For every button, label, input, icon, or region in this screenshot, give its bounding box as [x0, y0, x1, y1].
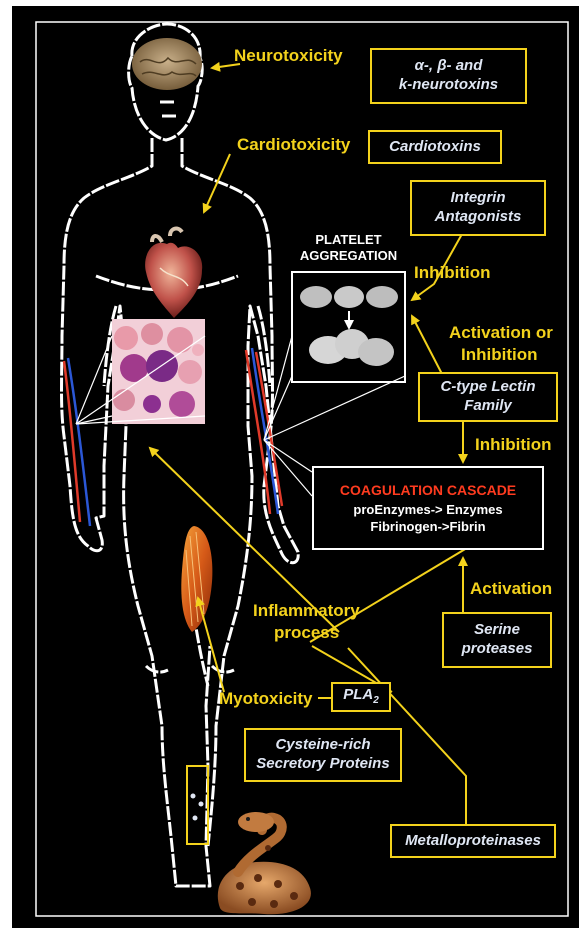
label-process: process: [274, 624, 339, 641]
cysteine-line2: Secretory Proteins: [256, 755, 389, 774]
bite-mark: [199, 802, 204, 807]
coagulation-line1: proEnzymes-> Enzymes: [353, 502, 502, 517]
lectin-line1: C-type Lectin: [440, 378, 535, 397]
pla2-subscript: 2: [373, 695, 379, 706]
integrin-line1: Integrin: [451, 189, 506, 208]
bite-mark: [193, 816, 198, 821]
arrow-myotoxicity: [198, 598, 224, 692]
lectin-line2: Family: [464, 397, 512, 416]
platelet-title: PLATELET AGGREGATION: [292, 232, 405, 263]
box-serine: Serine proteases: [442, 612, 552, 668]
metallo-text: Metalloproteinases: [405, 832, 541, 851]
cysteine-line1: Cysteine-rich: [275, 736, 370, 755]
label-myotoxicity: Myotoxicity: [219, 690, 313, 707]
integrin-line2: Antagonists: [435, 208, 522, 227]
box-neurotoxins: α-, β- and k-neurotoxins: [370, 48, 527, 104]
label-cardiotoxicity: Cardiotoxicity: [237, 136, 350, 153]
box-lectin: C-type Lectin Family: [418, 372, 558, 422]
label-inhibition-coagulation: Inhibition: [475, 436, 551, 453]
neurotoxins-line1: α-, β- and: [415, 57, 483, 76]
serine-line1: Serine: [474, 621, 520, 640]
label-inflammatory: Inflammatory: [253, 602, 360, 619]
heart-image: [145, 229, 202, 318]
coagulation-title: COAGULATION CASCADE: [340, 482, 516, 498]
label-activation-or: Activation or: [449, 324, 553, 341]
neurotoxins-line2: k-neurotoxins: [399, 76, 498, 95]
cardiotoxins-text: Cardiotoxins: [389, 138, 481, 157]
brain-image: [132, 38, 202, 90]
blood-cells-image: [112, 319, 205, 424]
bite-mark: [191, 794, 196, 799]
diagram-panel: Neurotoxicity Cardiotoxicity Inhibition …: [12, 6, 579, 928]
box-integrin: Integrin Antagonists: [410, 180, 546, 236]
platelet-title-line2: AGGREGATION: [292, 248, 405, 264]
box-cardiotoxins: Cardiotoxins: [368, 130, 502, 164]
box-metalloproteinases: Metalloproteinases: [390, 824, 556, 858]
coagulation-line2: Fibrinogen->Fibrin: [370, 519, 485, 534]
box-pla2: PLA2: [331, 682, 391, 712]
muscle-image: [181, 526, 212, 632]
box-cysteine: Cysteine-rich Secretory Proteins: [244, 728, 402, 782]
serine-line2: proteases: [462, 640, 533, 659]
arrow-cardiotoxicity: [204, 154, 230, 212]
box-coagulation-cascade: COAGULATION CASCADE proEnzymes-> Enzymes…: [312, 466, 544, 550]
label-inhibition-integrin: Inhibition: [414, 264, 490, 281]
pla2-text: PLA2: [343, 686, 379, 708]
label-neurotoxicity: Neurotoxicity: [234, 47, 343, 64]
label-activation: Activation: [470, 580, 552, 597]
snake-image: [218, 812, 311, 914]
platelet-aggregation-box: [292, 272, 405, 382]
arrow-lectin-platelet: [412, 316, 442, 374]
pla2-main: PLA: [343, 686, 373, 703]
label-inhibition-lectin: Inhibition: [461, 346, 537, 363]
platelet-title-line1: PLATELET: [292, 232, 405, 248]
